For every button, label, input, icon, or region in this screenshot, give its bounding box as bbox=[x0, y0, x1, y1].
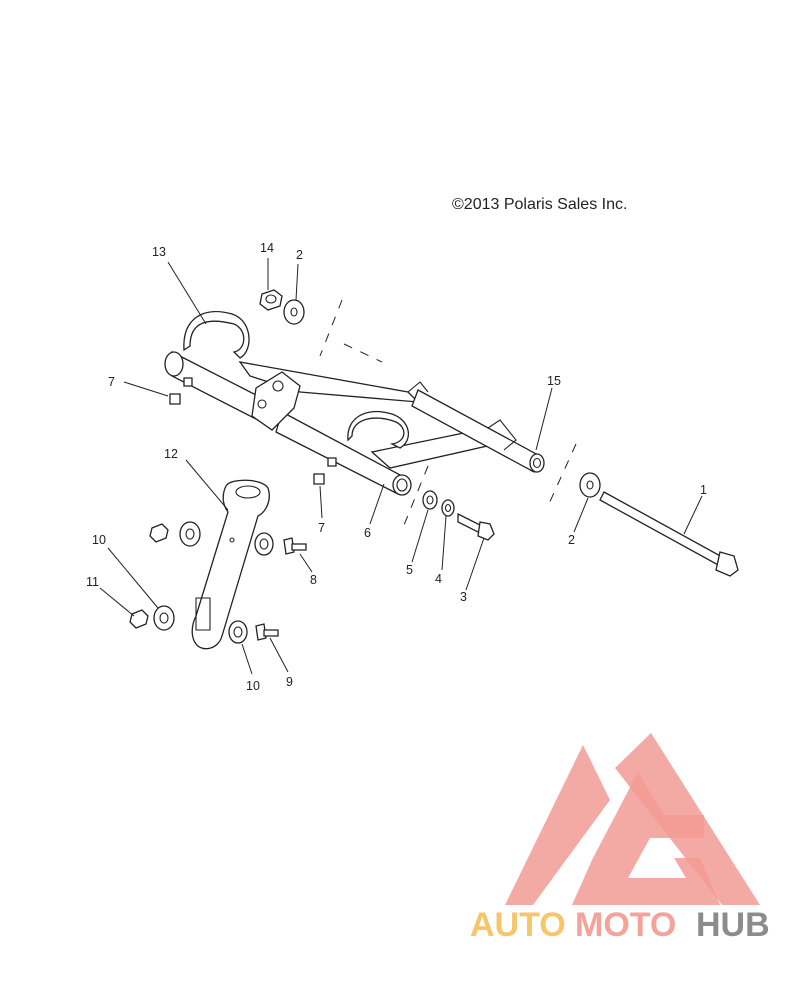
callout-10-lower: 10 bbox=[246, 679, 260, 693]
callout-5: 5 bbox=[406, 563, 413, 577]
nut-14 bbox=[259, 289, 283, 311]
callout-6: 6 bbox=[364, 526, 371, 540]
callout-8: 8 bbox=[310, 573, 317, 587]
nut-upper-left bbox=[149, 523, 169, 543]
watermark-logo: AUTO MOTO HUB bbox=[470, 733, 770, 944]
pivot-tube-end bbox=[529, 453, 545, 473]
watermark-hub: HUB bbox=[696, 906, 770, 944]
nut-11 bbox=[129, 609, 149, 629]
hardware bbox=[129, 289, 739, 650]
lower-tube-end bbox=[392, 474, 412, 496]
strap-loop-upper bbox=[183, 310, 250, 359]
washer-5 bbox=[422, 490, 438, 510]
callout-7-lower: 7 bbox=[318, 521, 325, 535]
pivot-tube bbox=[411, 389, 541, 473]
copyright-notice: ©2013 Polaris Sales Inc. bbox=[452, 196, 628, 213]
callout-11: 11 bbox=[86, 575, 99, 589]
grease-fitting-upper bbox=[169, 393, 181, 405]
callout-2-upper: 2 bbox=[296, 248, 303, 262]
center-bracket bbox=[251, 371, 301, 431]
washer-2-upper bbox=[283, 299, 305, 325]
callout-14: 14 bbox=[260, 241, 274, 255]
callout-3: 3 bbox=[460, 590, 467, 604]
swing-arm-assembly bbox=[164, 310, 545, 496]
long-bolt-1 bbox=[599, 491, 725, 567]
logo-inner-g bbox=[572, 772, 720, 905]
callout-7-upper: 7 bbox=[108, 375, 115, 389]
callout-numbers: 13 14 2 7 15 12 7 6 5 4 3 2 1 10 8 11 10… bbox=[86, 241, 707, 693]
upper-tube-end bbox=[164, 351, 184, 377]
callout-1: 1 bbox=[700, 483, 707, 497]
watermark-auto: AUTO bbox=[470, 906, 566, 944]
washer-10-right bbox=[228, 620, 248, 644]
callout-4: 4 bbox=[435, 572, 442, 586]
upper-arm bbox=[238, 361, 420, 403]
grease-fitting-lower bbox=[313, 473, 325, 485]
bushing-upper-right bbox=[254, 532, 274, 556]
logo-triangle-left bbox=[505, 745, 610, 905]
callout-15: 15 bbox=[547, 374, 561, 388]
washer-10-left bbox=[153, 605, 175, 631]
link-arm-12 bbox=[191, 479, 270, 650]
washer-2-right bbox=[579, 472, 601, 498]
bushing-upper-left bbox=[179, 521, 201, 547]
callout-9: 9 bbox=[286, 675, 293, 689]
leader-lines bbox=[99, 258, 703, 675]
callout-12: 12 bbox=[164, 447, 178, 461]
washer-4 bbox=[441, 499, 455, 517]
callout-13: 13 bbox=[152, 245, 166, 259]
callout-2-right: 2 bbox=[568, 533, 575, 547]
callout-10-upper: 10 bbox=[92, 533, 106, 547]
watermark-moto: MOTO bbox=[575, 906, 676, 944]
assembly-centerlines bbox=[319, 299, 577, 531]
strap-loop-lower bbox=[347, 410, 410, 449]
